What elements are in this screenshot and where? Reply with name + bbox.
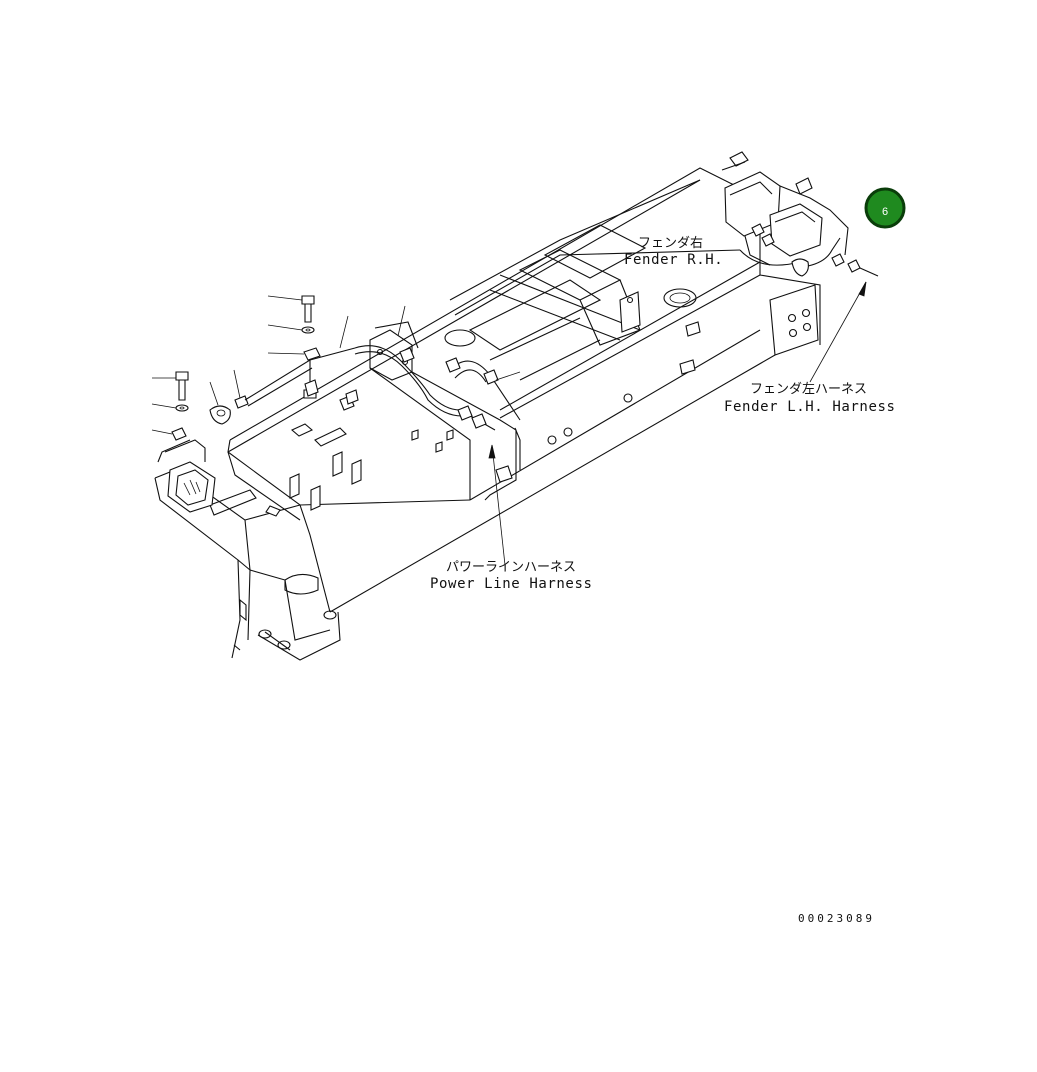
badge-circle xyxy=(864,187,906,229)
fender-lh-harness-label-jp: フェンダ左ハーネス xyxy=(750,382,867,397)
fender-lh-harness-label-en: Fender L.H. Harness xyxy=(724,399,896,415)
fastener-group-left xyxy=(151,295,406,441)
fender-rh-label-jp: フェンダ右 xyxy=(638,236,703,251)
badge-number: 6 xyxy=(882,206,888,218)
harness-routing xyxy=(354,261,761,431)
power-line-harness-label-jp: パワーラインハーネス xyxy=(446,560,576,575)
annotation-arrows xyxy=(488,281,867,566)
rear-bracket xyxy=(154,469,341,661)
fender-rh-label-en: Fender R.H. xyxy=(624,252,723,268)
rear-lamp xyxy=(157,439,216,513)
drawing-reference-number: 00023089 xyxy=(798,912,875,925)
rh-fender-boxes xyxy=(721,151,879,330)
deck-features xyxy=(265,321,701,517)
cross-members xyxy=(444,179,801,381)
power-line-harness-label-en: Power Line Harness xyxy=(430,576,593,592)
section-badge: 6 xyxy=(864,187,906,229)
